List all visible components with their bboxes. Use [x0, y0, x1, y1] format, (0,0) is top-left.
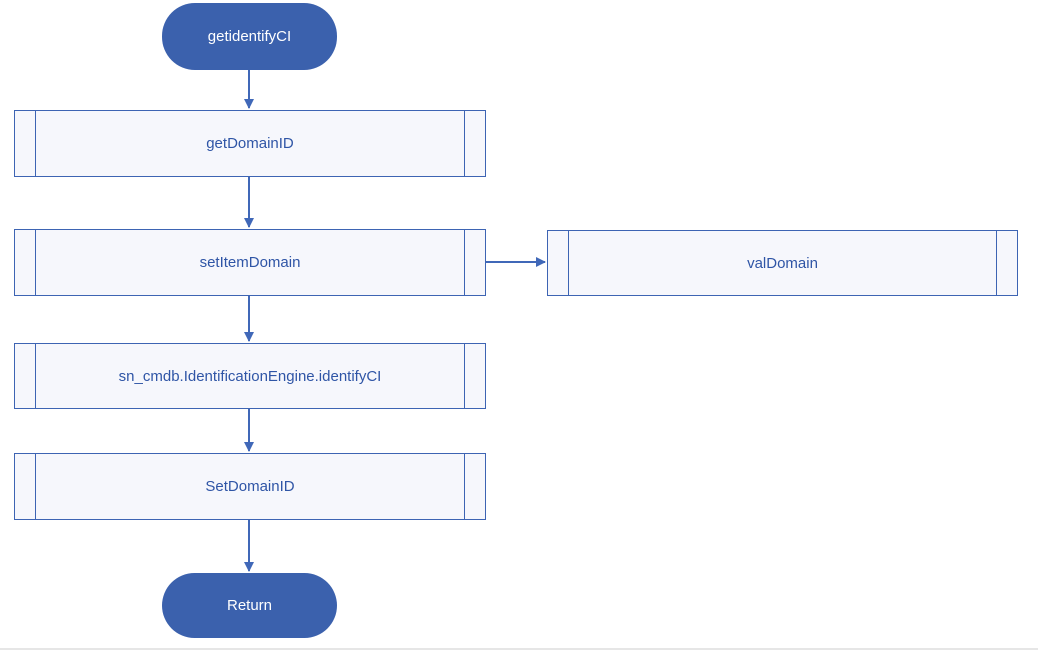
start-terminator[interactable]: getidentifyCI	[162, 3, 337, 70]
process-getdomainid-left-bar	[35, 111, 36, 176]
process-identifyci-label: sn_cmdb.IdentificationEngine.identifyCI	[118, 367, 382, 385]
process-valdomain-label: valDomain	[747, 254, 818, 272]
process-setitemdomain[interactable]: setItemDomain	[14, 229, 486, 296]
process-setdomainid-label: SetDomainID	[205, 478, 295, 495]
process-identifyci-right-bar	[464, 344, 465, 408]
end-terminator-label: Return	[226, 597, 273, 614]
process-getdomainid-label: getDomainID	[206, 135, 294, 152]
process-getdomainid-right-bar	[464, 111, 465, 176]
end-terminator[interactable]: Return	[162, 573, 337, 638]
process-setdomainid-right-bar	[464, 454, 465, 519]
process-valdomain-left-bar	[568, 231, 569, 295]
process-setitemdomain-label: setItemDomain	[199, 254, 301, 271]
process-getdomainid[interactable]: getDomainID	[14, 110, 486, 177]
process-valdomain[interactable]: valDomain	[547, 230, 1018, 296]
process-setdomainid[interactable]: SetDomainID	[14, 453, 486, 520]
process-identifyci-left-bar	[35, 344, 36, 408]
process-setitemdomain-right-bar	[464, 230, 465, 295]
start-terminator-label: getidentifyCI	[207, 28, 292, 45]
process-setitemdomain-left-bar	[35, 230, 36, 295]
process-valdomain-right-bar	[996, 231, 997, 295]
bottom-divider	[0, 648, 1038, 650]
process-setdomainid-left-bar	[35, 454, 36, 519]
process-identifyci[interactable]: sn_cmdb.IdentificationEngine.identifyCI	[14, 343, 486, 409]
